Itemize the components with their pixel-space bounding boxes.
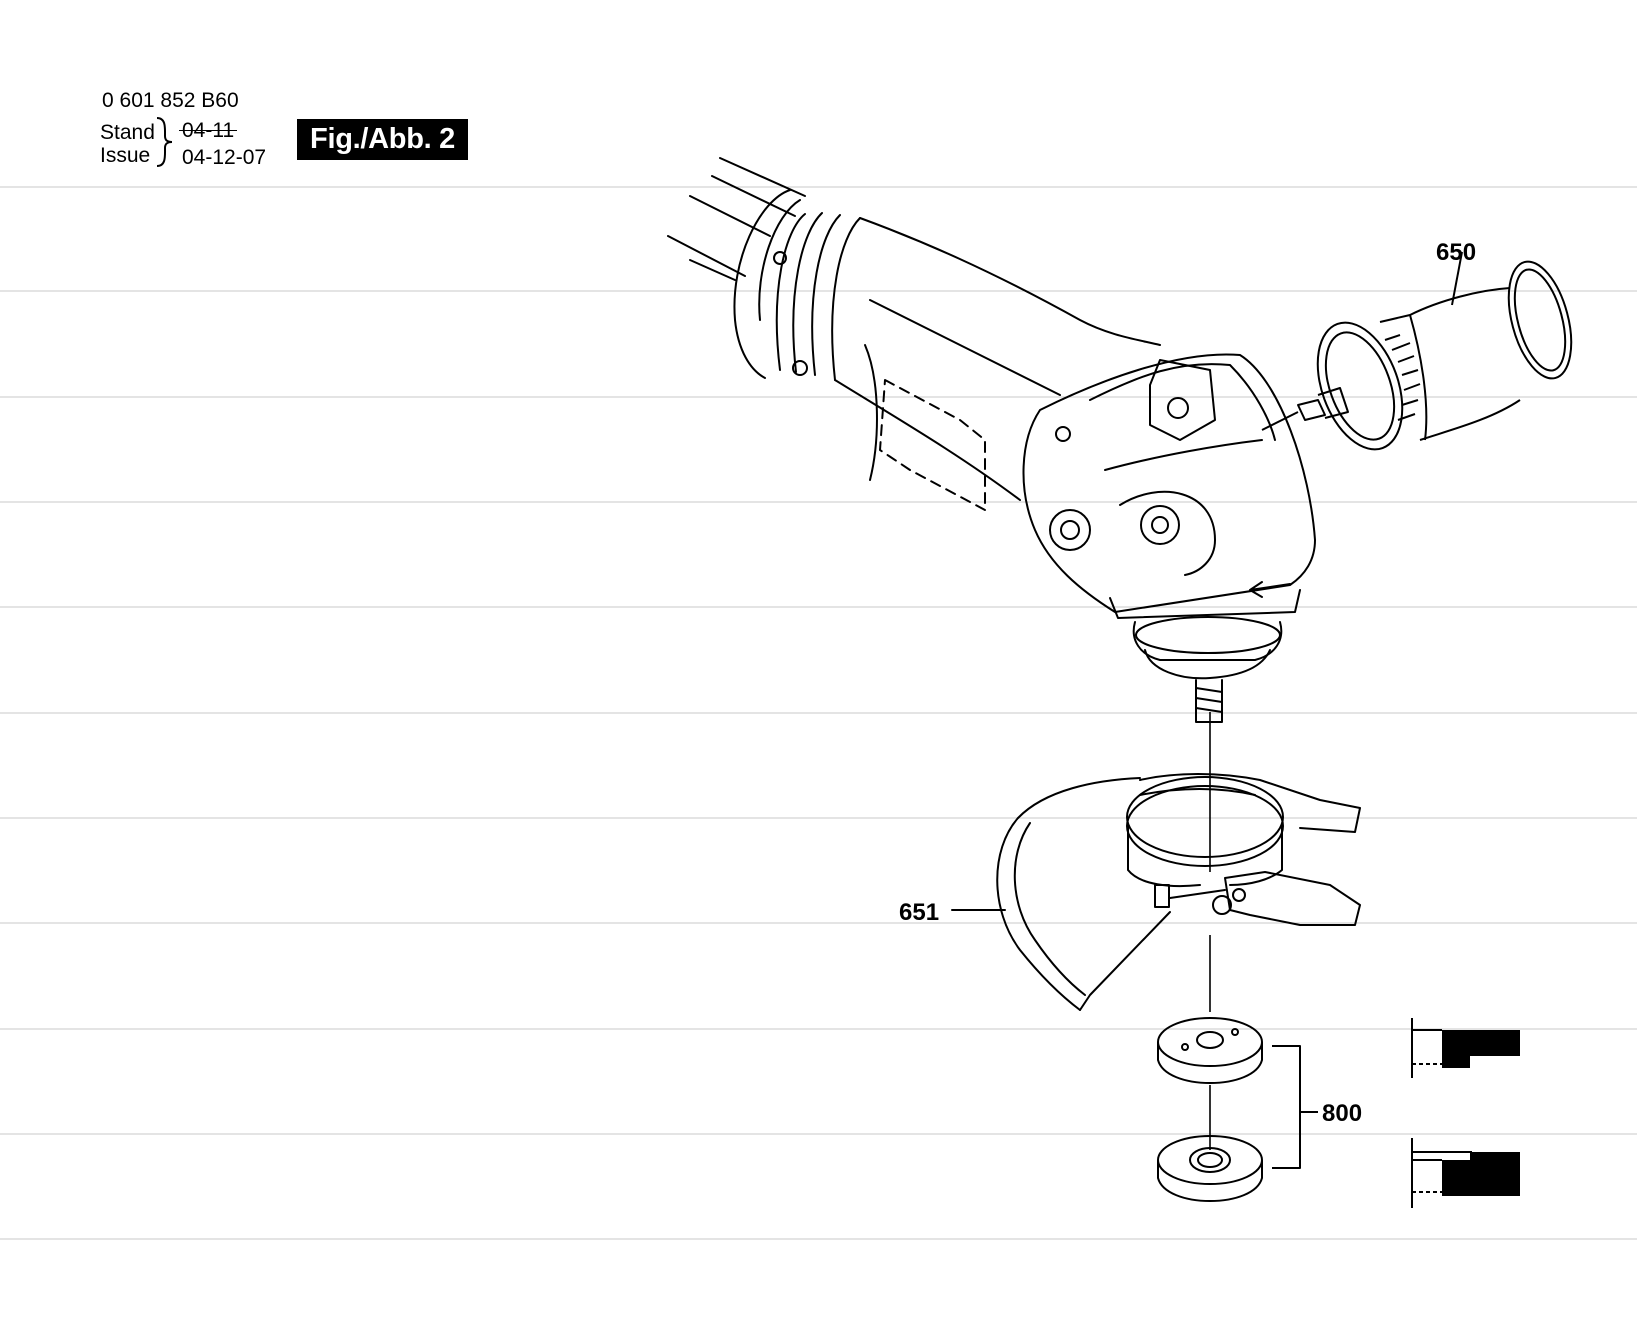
callout-651: 651 (899, 899, 939, 926)
auxiliary-handle (1261, 251, 1573, 451)
flange-section-lower (1411, 1138, 1520, 1208)
page-rules (0, 186, 1637, 1240)
flange-section-upper (1411, 1018, 1520, 1078)
callout-800: 800 (1322, 1100, 1362, 1127)
strikethrough-line (179, 130, 238, 131)
wheel-guard (951, 773, 1361, 1011)
brace-icon (156, 117, 173, 167)
stand-label: Stand (100, 121, 155, 144)
grinder-body (667, 157, 1316, 723)
callout-650: 650 (1436, 239, 1476, 266)
issue-date: 04-12-07 (182, 146, 267, 169)
flange-set (1157, 712, 1318, 1202)
old-date-struck: 04-11 (179, 120, 238, 141)
part-number: 0 601 852 B60 (102, 89, 239, 112)
issue-label: Issue (100, 144, 151, 167)
figure-label: Fig./Abb. 2 (297, 119, 468, 160)
